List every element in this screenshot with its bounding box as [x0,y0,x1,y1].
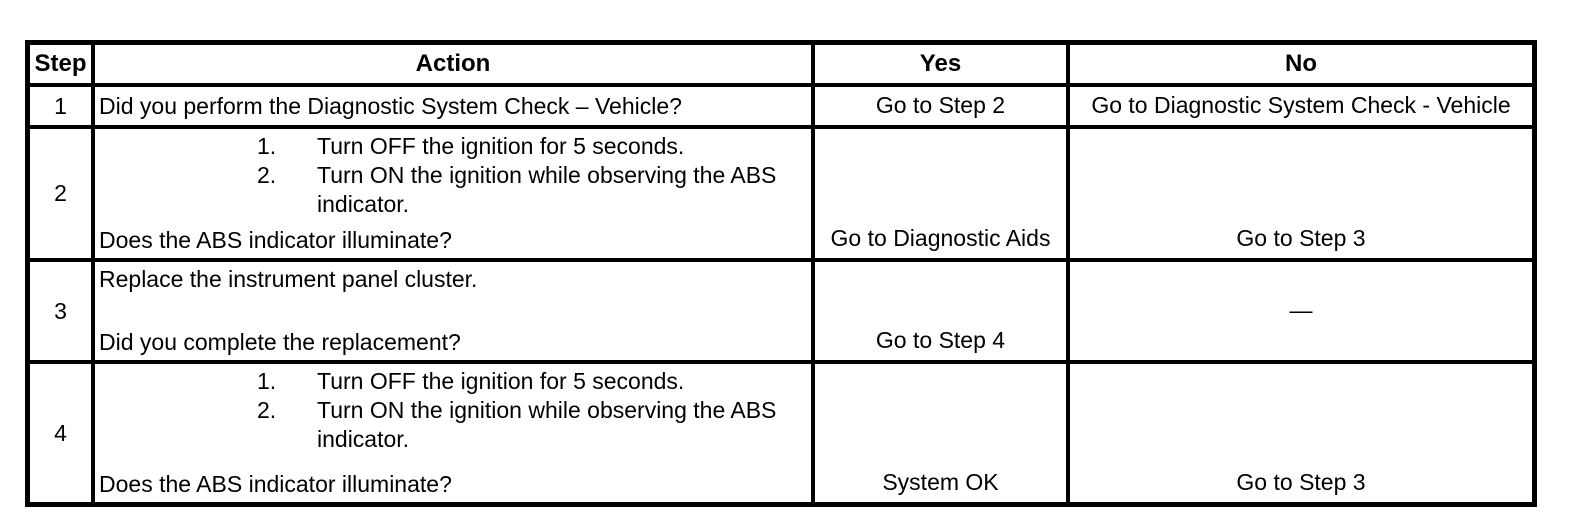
no-cell: Go to Step 3 [1070,364,1532,502]
action-cell: 1. Turn OFF the ignition for 5 seconds. … [95,364,811,502]
yes-result: Go to Step 4 [875,327,1006,354]
action-question: Did you complete the replacement? [99,329,461,356]
list-text: Turn ON the ignition while observing the… [317,396,777,452]
yes-cell: Go to Step 2 [815,87,1066,125]
list-marker: 1. [257,368,277,394]
list-text: Turn OFF the ignition for 5 seconds. [317,368,685,394]
no-result: Go to Step 3 [1236,225,1366,252]
column-header-no: No [1070,45,1532,83]
action-instruction-list: 1. Turn OFF the ignition for 5 seconds. … [99,367,809,453]
step-number: 1 [30,87,91,125]
action-question: Does the ABS indicator illuminate? [99,227,452,254]
yes-result: Go to Diagnostic Aids [830,225,1051,252]
no-result: Go to Step 3 [1236,469,1366,496]
step-number: 4 [30,364,91,502]
no-cell: Go to Diagnostic System Check - Vehicle [1070,87,1532,125]
list-text: Turn OFF the ignition for 5 seconds. [317,133,685,159]
column-header-step: Step [30,45,91,83]
action-list-item: 1. Turn OFF the ignition for 5 seconds. [99,367,809,396]
no-result: Go to Diagnostic System Check - Vehicle [1091,91,1511,118]
action-list-item: 2. Turn ON the ignition while observing … [99,161,809,219]
column-header-action: Action [95,45,811,83]
list-marker: 1. [257,133,277,159]
action-statement: Replace the instrument panel cluster. [99,266,478,292]
no-cell: Go to Step 3 [1070,129,1532,258]
list-marker: 2. [257,161,277,188]
list-marker: 2. [257,396,277,423]
action-question: Did you perform the Diagnostic System Ch… [99,92,682,119]
step-number: 3 [30,262,91,360]
list-text: Turn ON the ignition while observing the… [317,161,777,217]
no-cell: — [1070,262,1532,360]
action-instruction-list: 1. Turn OFF the ignition for 5 seconds. … [99,132,809,218]
action-cell: 1. Turn OFF the ignition for 5 seconds. … [95,129,811,258]
diagnostic-step-table: Step Action Yes No 1 Did you perform the… [25,40,1537,507]
yes-result: System OK [882,469,999,496]
action-cell: Replace the instrument panel cluster. Di… [95,262,811,360]
column-header-yes: Yes [815,45,1066,83]
yes-cell: Go to Step 4 [815,262,1066,360]
no-result-dash: — [1289,296,1313,323]
action-list-item: 1. Turn OFF the ignition for 5 seconds. [99,132,809,161]
action-cell: Did you perform the Diagnostic System Ch… [95,87,811,125]
action-question: Does the ABS indicator illuminate? [99,471,452,498]
yes-cell: System OK [815,364,1066,502]
action-list-item: 2. Turn ON the ignition while observing … [99,396,809,454]
step-number: 2 [30,129,91,258]
yes-cell: Go to Diagnostic Aids [815,129,1066,258]
yes-result: Go to Step 2 [875,91,1006,118]
